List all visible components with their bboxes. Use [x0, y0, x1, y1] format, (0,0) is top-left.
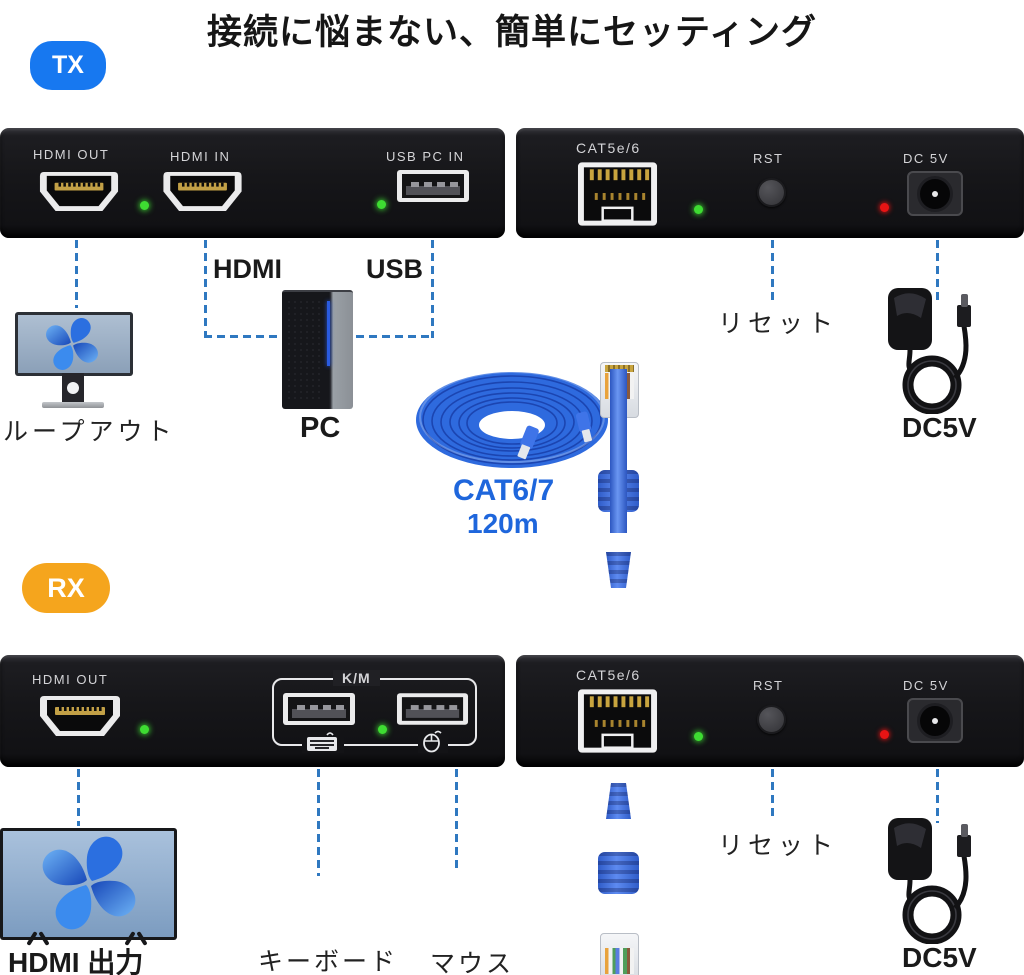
monitor-screen [18, 315, 130, 373]
tx-front-panel: HDMI OUT HDMI IN USB PC IN [0, 128, 505, 238]
hdmi-in-port-label: HDMI IN [170, 149, 231, 164]
dash-rx-kbd [317, 769, 320, 876]
rx-dc-jack [907, 698, 963, 743]
rx-power-adapter [886, 816, 978, 944]
rx-rj45-port-icon [577, 688, 658, 754]
pc-label: PC [300, 412, 341, 444]
tx-badge: TX [30, 41, 106, 90]
cable-length-label: 120m [467, 508, 539, 539]
usb-connection-label: USB [366, 254, 424, 284]
dash-rx-rst [771, 769, 774, 821]
tx-cat-port-label: CAT5e/6 [576, 140, 641, 156]
usb-pc-in-port-label: USB PC IN [386, 149, 465, 164]
windows-bloom-icon [44, 316, 100, 372]
tx-reset-label: リセット [718, 310, 839, 338]
cable-neck-bottom [606, 783, 631, 819]
pc-accent-light [327, 301, 331, 366]
rx-hdmi-out-port-label: HDMI OUT [32, 672, 109, 687]
rx-link-led [694, 732, 703, 741]
dash-usb-vert [431, 240, 434, 338]
mouse-usb-port-icon [396, 692, 469, 726]
usb-pc-in-port-icon [396, 169, 470, 203]
tx-dc-jack [907, 171, 963, 216]
dash-usb-horz [356, 335, 434, 338]
rj45-plug-bottom [600, 933, 639, 975]
pc-tower [282, 290, 353, 409]
pc-vents [286, 299, 324, 400]
dash-rx-mouse [455, 769, 458, 873]
tx-reset-button [757, 178, 786, 207]
km-label: K/M [333, 670, 380, 686]
dash-rx-dc [936, 769, 939, 823]
rx-power-led [880, 730, 889, 739]
loop-out-label: ループアウト [3, 418, 176, 446]
tx-usb-led [377, 200, 386, 209]
cable-coil [412, 368, 612, 478]
dash-rx-hdmi-to-tv [77, 769, 80, 826]
hdmi-output-tv [0, 828, 177, 940]
keyboard-icon [302, 731, 344, 753]
tv-screen [3, 831, 174, 937]
dash-hdmi-out-to-monitor [75, 240, 78, 308]
hdmi-out-port-label: HDMI OUT [33, 147, 110, 162]
rx-km-led [378, 725, 387, 734]
cable-stem [610, 369, 627, 533]
rx-rear-panel: CAT5e/6 RST DC 5V [516, 655, 1024, 767]
tx-link-led [694, 205, 703, 214]
tx-dc-label: DC 5V [903, 151, 949, 166]
rx-hdmi-led [140, 725, 149, 734]
rx-cat-port-label: CAT5e/6 [576, 667, 641, 683]
rx-reset-button [757, 705, 786, 734]
tx-rj45-port-icon [577, 161, 658, 227]
rx-dc-label: DC 5V [903, 678, 949, 693]
mouse-label: マウス [430, 950, 515, 975]
dash-tx-dc [936, 240, 939, 302]
rx-front-panel: HDMI OUT K/M [0, 655, 505, 767]
hdmi-in-port-icon [161, 170, 244, 213]
dash-tx-rst [771, 240, 774, 302]
loopout-monitor [15, 312, 133, 376]
keyboard-usb-port-icon [282, 692, 356, 726]
hdmi-output-label: HDMI 出力 [8, 947, 144, 975]
rx-rst-label: RST [753, 678, 784, 693]
tx-power-led [880, 203, 889, 212]
keyboard-label: キーボード [258, 948, 399, 975]
dash-hdmi-in-vert [204, 240, 207, 338]
mouse-icon [418, 729, 448, 753]
hdmi-connection-label: HDMI [213, 254, 282, 284]
cable-neck-top [606, 552, 631, 588]
tx-power-adapter [886, 286, 978, 414]
dash-hdmi-in-horz [204, 335, 282, 338]
tx-rear-panel: CAT5e/6 RST DC 5V [516, 128, 1024, 238]
rx-badge: RX [22, 563, 110, 613]
tx-hdmi-led [140, 201, 149, 210]
rx-dc5v-label: DC5V [902, 942, 977, 973]
cable-type-label: CAT6/7 [453, 474, 555, 507]
monitor-base [42, 402, 104, 408]
windows-bloom-icon [39, 833, 139, 933]
tx-dc5v-label: DC5V [902, 412, 977, 443]
hdmi-out-port-icon [38, 170, 120, 213]
ethernet-cable [0, 119, 1024, 975]
page-title: 接続に悩まない、簡単にセッティング [207, 13, 817, 52]
rx-reset-label: リセット [718, 832, 839, 860]
rx-hdmi-out-port-icon [38, 694, 122, 738]
cable-boot-bottom [598, 852, 639, 894]
monitor-stand [62, 373, 84, 403]
tx-rst-label: RST [753, 151, 784, 166]
